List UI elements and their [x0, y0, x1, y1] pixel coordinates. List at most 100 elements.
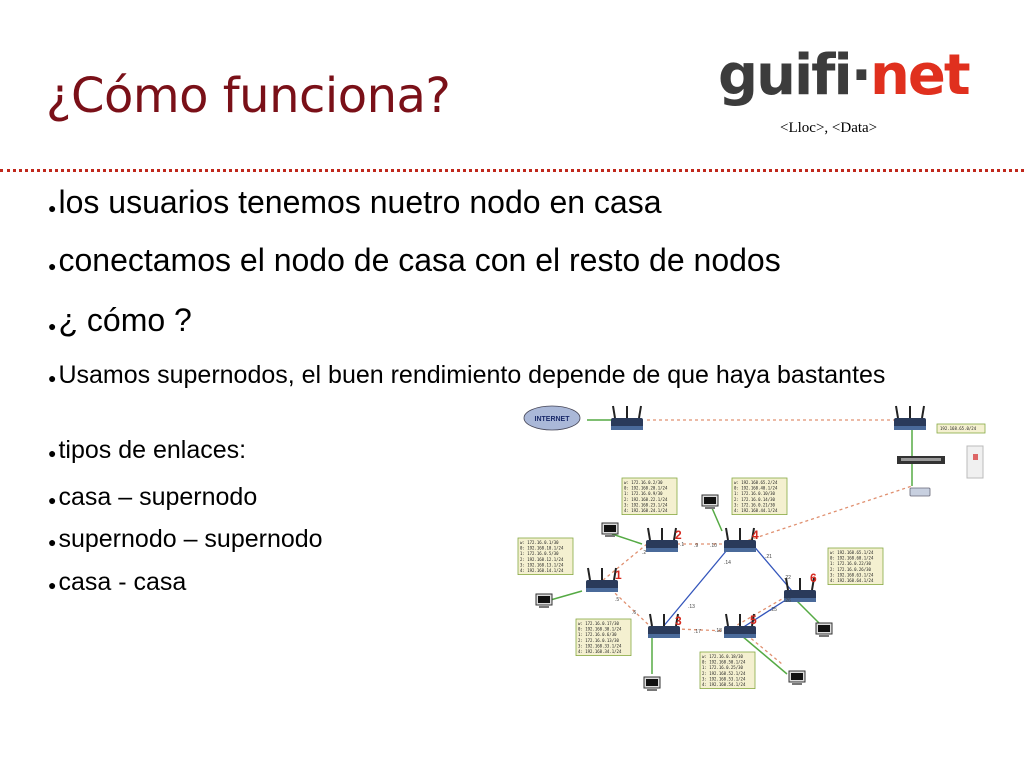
bullet-item: ●tipos de enlaces:	[48, 436, 247, 464]
bullet-text: supernodo – supernodo	[58, 525, 323, 553]
link-label: .14	[724, 560, 731, 566]
node-label: 2	[675, 528, 682, 542]
node-info-line: w: 172.16.0.18/30	[702, 654, 744, 659]
node-info-line: 2: 172.16.0.26/30	[830, 567, 872, 572]
node-info-line: 2: 192.168.12.1/24	[520, 557, 564, 562]
node-info-line: 1: 172.16.0.5/30	[520, 551, 559, 556]
bullet-item: ●conectamos el nodo de casa con el resto…	[48, 242, 781, 278]
logo-text-net: net	[870, 43, 971, 108]
router-icon	[645, 527, 679, 553]
node-info-line: 4: 192.168.54.1/24	[702, 682, 746, 687]
node-info-line: 0: 192.168.30.1/24	[578, 627, 622, 632]
node-info-line: w: 172.16.0.17/30	[578, 621, 620, 626]
link-label: .17	[694, 629, 701, 635]
node-info-line: 2: 172.16.0.14/30	[734, 497, 776, 502]
bullet-item: ●¿ cómo ?	[48, 302, 192, 338]
node-info-box: w: 172.16.0.17/300: 192.168.30.1/241: 17…	[575, 618, 632, 656]
computer-icon	[535, 593, 553, 609]
slide-subtitle: <Lloc>, <Data>	[780, 120, 878, 136]
router-icon	[893, 405, 927, 431]
node-label: 6	[810, 571, 817, 585]
link-label: .2	[642, 550, 646, 556]
node-info-line: 2: 192.168.52.1/24	[702, 671, 746, 676]
bullet-text: casa - casa	[58, 568, 187, 596]
node-info-line: 0: 192.168.60.1/24	[830, 556, 874, 561]
link-label: .13	[688, 604, 695, 610]
logo-text-dot: ·	[850, 43, 872, 108]
node-info-line: w: 172.16.0.2/30	[624, 480, 663, 485]
bullet-text: ¿ cómo ?	[58, 302, 192, 338]
node-info-box: w: 172.16.0.2/300: 192.168.20.1/241: 172…	[621, 477, 678, 515]
bullet-text: los usuarios tenemos nuetro nodo en casa	[58, 184, 662, 220]
bullet-item: ●supernodo – supernodo	[48, 525, 323, 553]
node-info-line: 4: 192.168.14.1/24	[520, 568, 564, 573]
node-info-line: 3: 192.168.13.1/24	[520, 562, 564, 567]
node-info-line: 4: 192.168.34.1/24	[578, 649, 622, 654]
bullet-text: tipos de enlaces:	[58, 436, 247, 464]
bullet-text: Usamos supernodos, el buen rendimiento d…	[58, 361, 886, 389]
guifi-logo: guifi·net	[718, 40, 971, 112]
node-info-box: w: 192.168.65.2/240: 192.168.40.1/241: 1…	[731, 477, 788, 515]
bullet-item: ●casa – supernodo	[48, 483, 258, 511]
node-info-line: w: 172.16.0.1/30	[520, 540, 559, 545]
node-info-line: 1: 172.16.0.6/30	[578, 632, 617, 637]
node-info-line: w: 192.168.65.2/24	[734, 480, 778, 485]
link-label: .10	[710, 543, 717, 549]
node-info-box: w: 172.16.0.18/300: 192.168.50.1/241: 17…	[699, 651, 756, 689]
link-label: .18	[715, 628, 722, 634]
gateway-info-box: 192.168.65.0/24	[936, 423, 986, 434]
node-info-line: 4: 192.168.24.1/24	[624, 508, 668, 513]
node-info-box: w: 192.168.65.1/240: 192.168.60.1/241: 1…	[827, 547, 884, 585]
node-info-line: 2: 172.16.0.13/30	[578, 638, 620, 643]
node-info-line: 3: 192.168.33.1/24	[578, 643, 622, 648]
node-info-line: 3: 192.168.53.1/24	[702, 676, 746, 681]
computer-icon	[643, 676, 661, 692]
node-label: 3	[675, 614, 682, 628]
node-label: 5	[750, 613, 757, 627]
node-info-line: 1: 172.16.0.9/30	[624, 491, 663, 496]
node-info-line: 2: 192.168.22.1/24	[624, 497, 668, 502]
bullet-item: ●casa - casa	[48, 568, 187, 596]
internet-label: INTERNET	[535, 416, 571, 423]
link-label: .5	[615, 597, 619, 603]
link-label: .1	[680, 542, 684, 548]
node-info-line: 0: 192.168.10.1/24	[520, 546, 564, 551]
node-info-line: 1: 172.16.0.10/30	[734, 491, 776, 496]
computer-icon	[815, 622, 833, 638]
computer-icon	[788, 670, 806, 686]
link-label: .21	[765, 554, 772, 560]
link-label: .6	[632, 610, 636, 616]
network-diagram: INTERNET 1 2 3 4 5 6	[512, 396, 1012, 700]
link-label: .22	[784, 575, 791, 581]
bullet-text: conectamos el nodo de casa con el resto …	[58, 242, 781, 278]
node-info-line: 0: 192.168.40.1/24	[734, 486, 778, 491]
node-label: 1	[615, 568, 622, 582]
server-icon	[966, 445, 984, 479]
link-label: .9	[694, 543, 698, 549]
computer-icon	[701, 494, 719, 510]
bullet-item: ●Usamos supernodos, el buen rendimiento …	[48, 361, 886, 389]
slide-title: ¿Cómo funciona?	[46, 68, 451, 124]
node-info-line: 3: 192.168.63.1/24	[830, 572, 874, 577]
internet-cloud-icon: INTERNET	[523, 405, 581, 431]
node-info-line: 0: 192.168.50.1/24	[702, 660, 746, 665]
logo-text-guifi: guifi	[718, 43, 853, 108]
switch-icon	[897, 456, 945, 464]
access-point-icon	[909, 487, 931, 497]
link-label: .25	[770, 607, 777, 613]
node-info-line: 1: 172.16.0.22/30	[830, 561, 872, 566]
node-info-box: w: 172.16.0.1/300: 192.168.10.1/241: 172…	[517, 537, 574, 575]
node-label: 4	[752, 528, 759, 542]
node-info-line: w: 192.168.65.1/24	[830, 550, 874, 555]
gateway-info-text: 192.168.65.0/24	[940, 426, 977, 431]
header-divider	[0, 169, 1024, 172]
link-label: .26	[784, 598, 791, 604]
bullet-text: casa – supernodo	[58, 483, 258, 511]
node-info-line: 4: 192.168.64.1/24	[830, 578, 874, 583]
router-icon	[610, 405, 644, 431]
node-info-line: 1: 172.16.0.25/30	[702, 665, 744, 670]
node-info-line: 0: 192.168.20.1/24	[624, 486, 668, 491]
node-info-line: 4: 192.168.44.1/24	[734, 508, 778, 513]
node-info-line: 3: 172.16.0.21/30	[734, 502, 776, 507]
node-info-line: 3: 192.168.23.1/24	[624, 502, 668, 507]
